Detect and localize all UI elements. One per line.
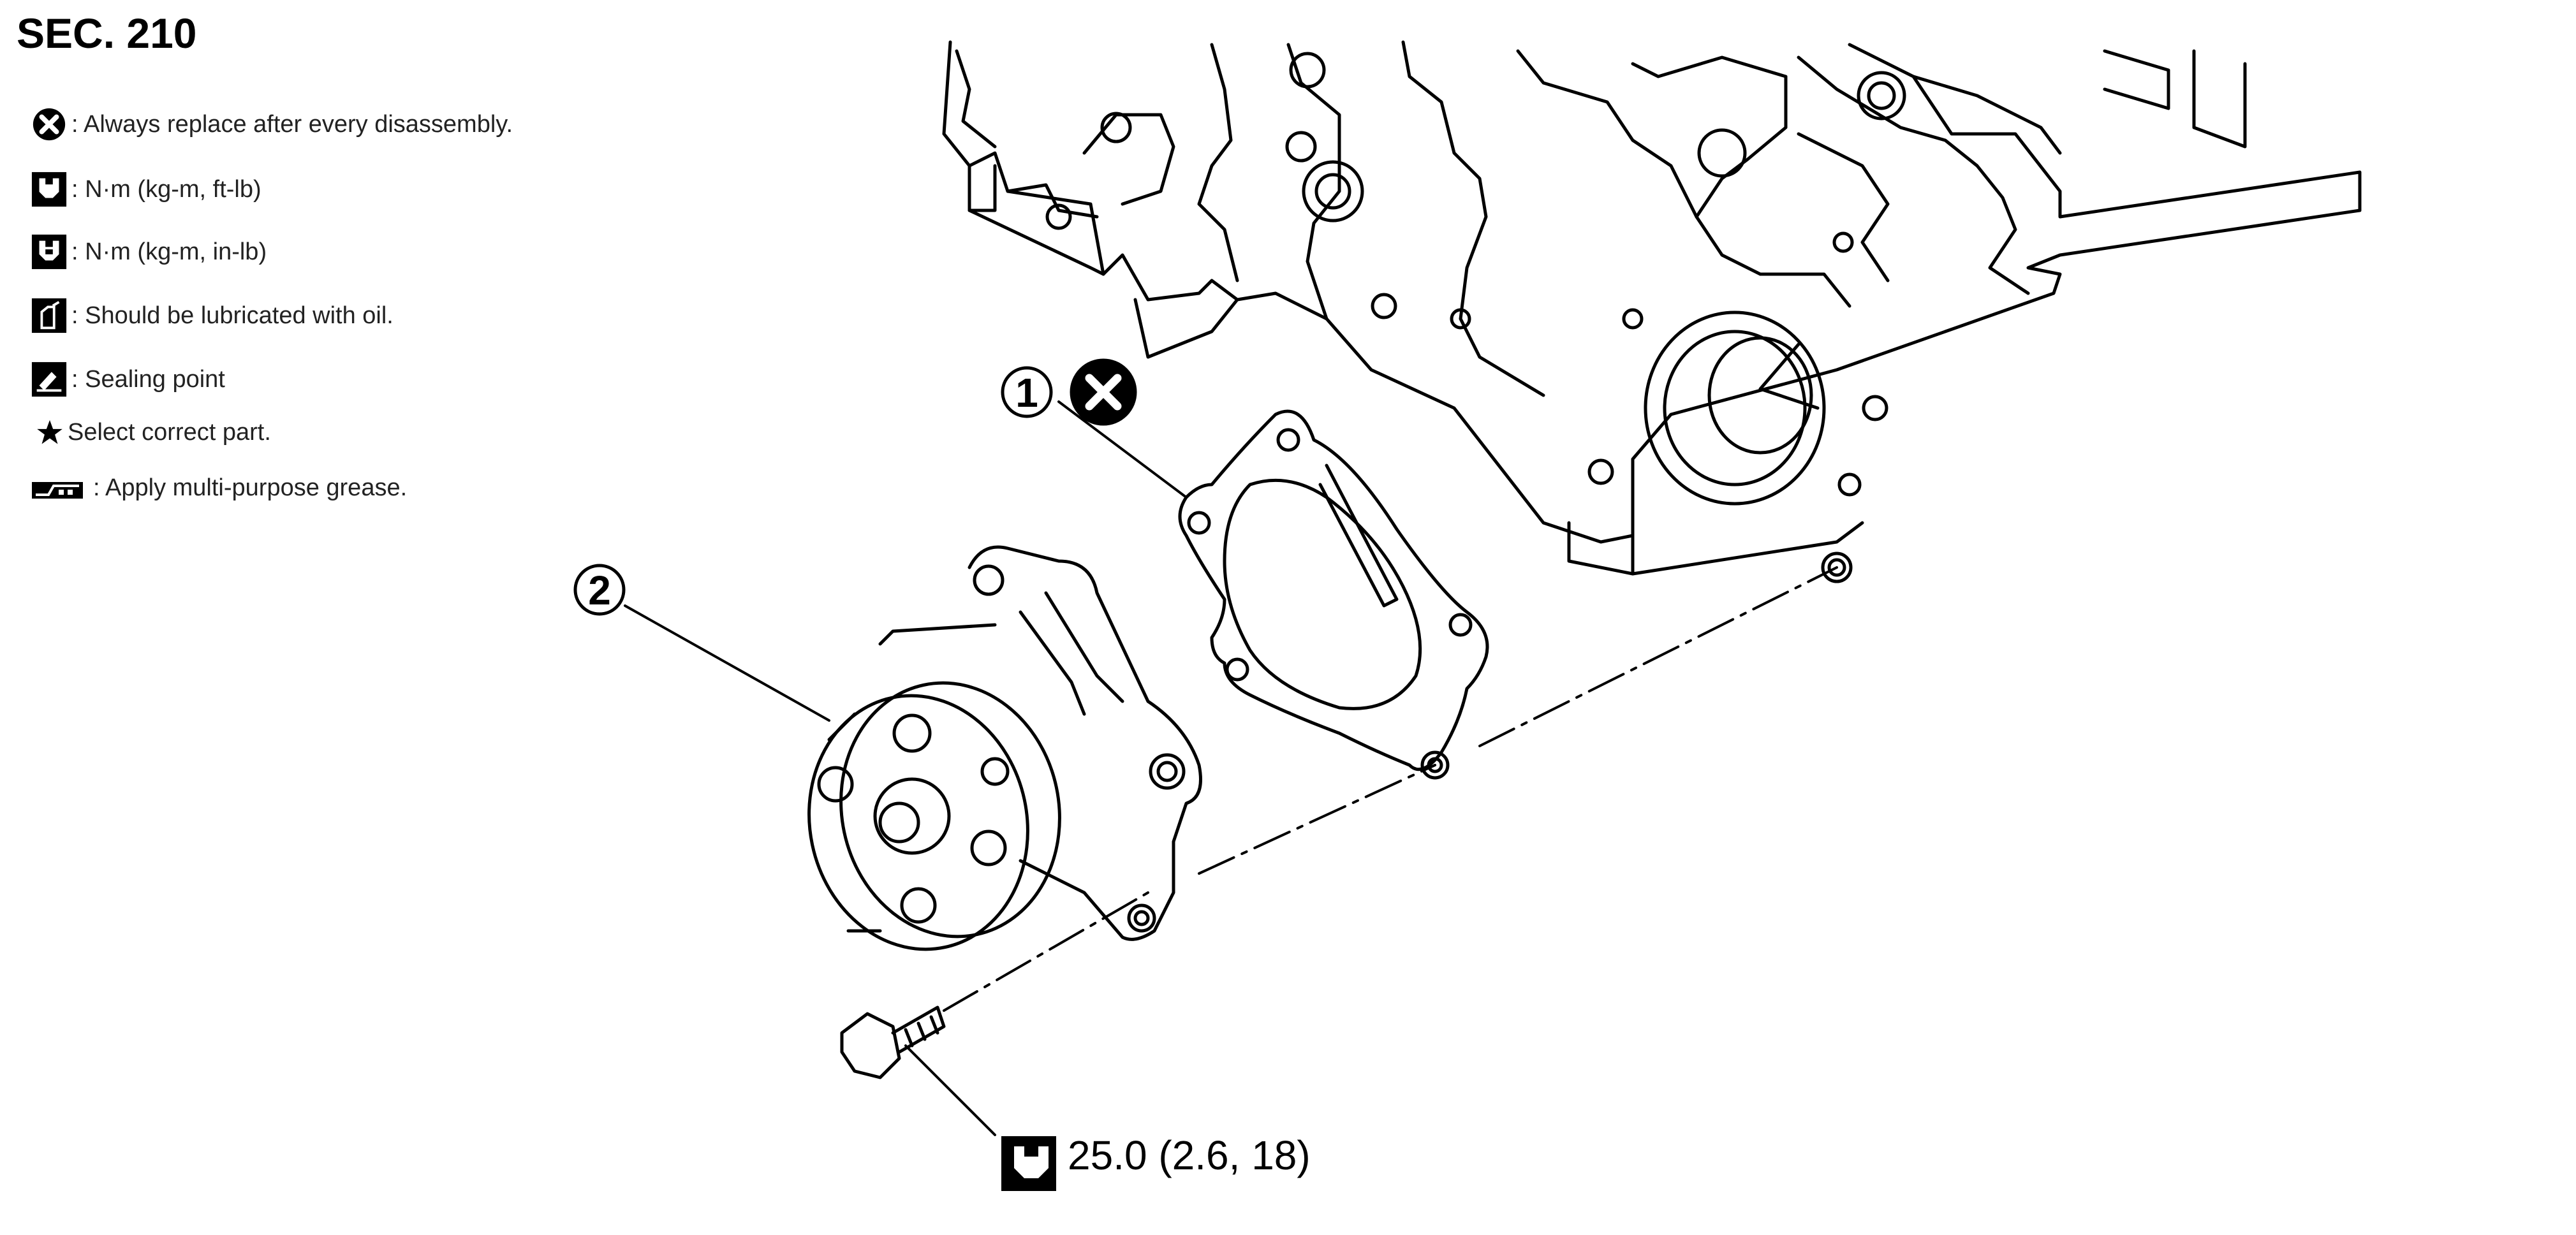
gasket-part-1 [1178, 409, 1489, 780]
legend-text: : Apply multi-purpose grease. [93, 474, 408, 501]
star-icon [36, 418, 64, 446]
legend-text: : N·m (kg-m, ft-lb) [71, 175, 261, 203]
legend-item-torque-inlb: : N·m (kg-m, in-lb) [31, 233, 267, 270]
engine-front-cover [942, 40, 2362, 583]
callout-2-number: 2 [588, 567, 611, 613]
callout-2: 2 [573, 564, 626, 616]
legend-text: : Should be lubricated with oil. [71, 302, 394, 329]
torque-wrench-icon [31, 171, 68, 208]
legend-item-sealing: : Sealing point [31, 361, 225, 398]
leader-line-1 [1057, 400, 1188, 499]
grease-icon [31, 476, 84, 501]
torque-wrench-small-icon [31, 233, 68, 270]
sealing-point-icon [31, 361, 68, 398]
legend-item-oil: : Should be lubricated with oil. [31, 297, 394, 334]
legend-item-grease: : Apply multi-purpose grease. [31, 474, 407, 502]
leader-line-2 [624, 604, 830, 722]
water-pump-part-2 [807, 545, 1202, 951]
callout-1-number: 1 [1015, 370, 1038, 416]
legend-text: : Always replace after every disassembly… [71, 110, 513, 138]
section-title: SEC. 210 [17, 10, 197, 57]
replace-x-icon [31, 106, 68, 143]
oil-can-icon [31, 297, 68, 334]
legend-item-torque-ftlb: : N·m (kg-m, ft-lb) [31, 171, 261, 208]
leader-line-torque [904, 1044, 996, 1136]
legend-item-star: Select correct part. [31, 418, 271, 446]
torque-spec: 25.0 (2.6, 18) [1068, 1132, 1311, 1178]
legend-text: : Sealing point [71, 365, 225, 393]
legend-item-replace: : Always replace after every disassembly… [31, 106, 513, 143]
mounting-bolt [840, 1005, 946, 1079]
torque-wrench-icon [1001, 1136, 1056, 1191]
legend-text: Select correct part. [68, 418, 271, 446]
bolt-center-line [943, 566, 1838, 1012]
callout-1: 1 [1001, 358, 1137, 426]
legend-text: : N·m (kg-m, in-lb) [71, 238, 267, 265]
